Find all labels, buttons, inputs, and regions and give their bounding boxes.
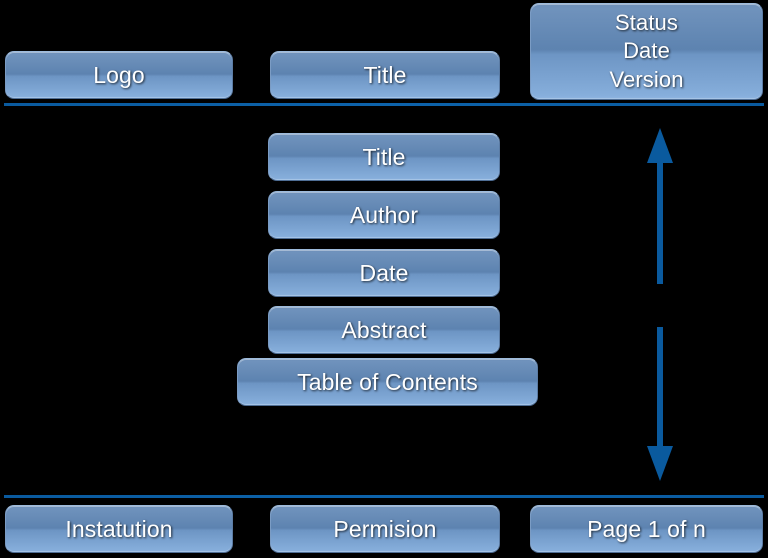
footer-divider <box>4 495 764 498</box>
logo-box[interactable]: Logo <box>5 51 233 99</box>
status-date-version-label: Status Date Version <box>609 9 684 92</box>
permission-box-label: Permision <box>333 515 437 542</box>
body-block-date-label: Date <box>359 259 409 286</box>
body-block-title[interactable]: Title <box>268 133 500 181</box>
page-number-box-label: Page 1 of n <box>587 515 706 542</box>
body-block-date[interactable]: Date <box>268 249 500 297</box>
institution-box[interactable]: Instatution <box>5 505 233 553</box>
body-block-abstract-label: Abstract <box>341 316 427 343</box>
body-block-author[interactable]: Author <box>268 191 500 239</box>
body-block-table-of-contents-label: Table of Contents <box>297 368 478 395</box>
header-title-box[interactable]: Title <box>270 51 500 99</box>
institution-box-label: Instatution <box>65 515 173 542</box>
body-block-author-label: Author <box>349 201 419 228</box>
logo-box-label: Logo <box>93 61 145 88</box>
body-block-abstract[interactable]: Abstract <box>268 306 500 354</box>
permission-box[interactable]: Permision <box>270 505 500 553</box>
header-divider <box>4 103 764 106</box>
body-block-title-label: Title <box>362 143 406 170</box>
status-date-version-box[interactable]: Status Date Version <box>530 3 763 100</box>
body-block-table-of-contents[interactable]: Table of Contents <box>237 358 538 406</box>
page-number-box[interactable]: Page 1 of n <box>530 505 763 553</box>
header-title-box-label: Title <box>363 61 407 88</box>
